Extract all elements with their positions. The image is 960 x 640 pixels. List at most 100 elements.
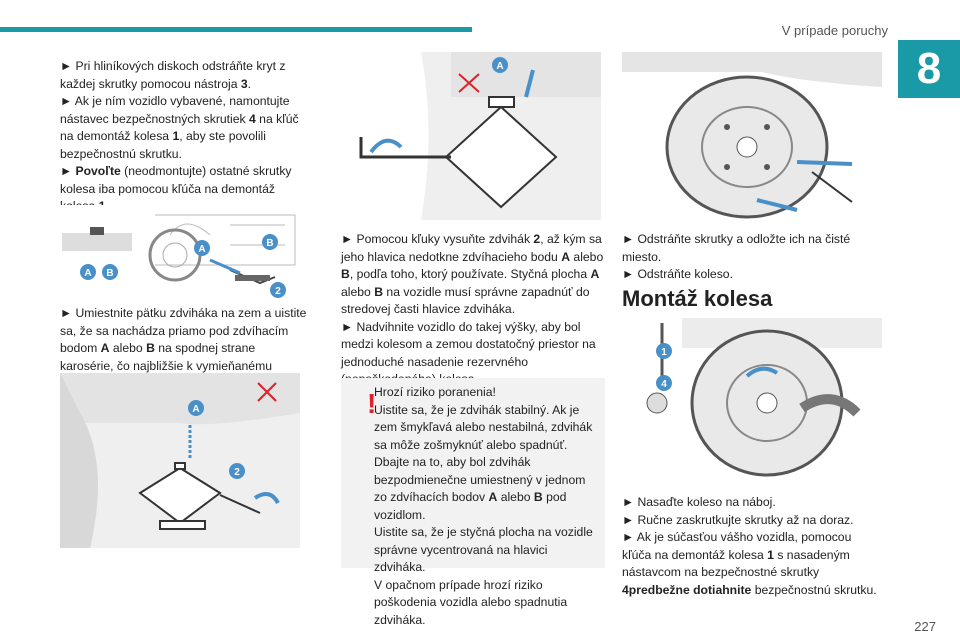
bold-text: 2 — [533, 232, 541, 246]
text-run: , aby ste povolili bezpečnostnú skrutku. — [60, 129, 266, 161]
column-2: ► Pomocou kľuky vysuňte zdvihák 2, až ký… — [341, 231, 605, 389]
bold-text: 4predbežne dotiahnite — [622, 582, 752, 597]
svg-text:A: A — [198, 244, 205, 255]
bold-text: 3 — [240, 76, 248, 91]
text-run: alebo — [497, 490, 534, 504]
text-run: ► — [622, 267, 638, 281]
text-run: alebo — [570, 249, 604, 264]
paragraph: ► Povoľte (neodmontujte) ostatné skrutky… — [60, 163, 312, 216]
svg-text:2: 2 — [275, 286, 281, 297]
text-run: ► — [341, 319, 357, 334]
bold-text: B — [341, 267, 350, 281]
svg-text:A: A — [192, 404, 199, 415]
paragraph: ► Pri hliníkových diskoch odstráňte kryt… — [60, 58, 312, 93]
badge-1: 1 — [656, 343, 672, 364]
jack-position-figure — [60, 373, 300, 548]
badge-a-2: A — [80, 264, 96, 285]
bold-text: Povoľte — [75, 164, 121, 178]
bold-text: B — [533, 490, 543, 504]
paragraph: ► Pomocou kľuky vysuňte zdvihák 2, až ký… — [341, 231, 605, 319]
paragraph: ► Ručne zaskrutkujte skrutky až na doraz… — [622, 512, 884, 530]
bold-text: 1 — [172, 129, 180, 143]
text-run: ► — [60, 164, 76, 178]
bold-text: A — [488, 490, 498, 504]
text-run: Ak je súčasťou vášho vozidla, pomocou kľ… — [622, 530, 852, 562]
warning-box: ! Hrozí riziko poranenia! Uistite sa, že… — [341, 378, 605, 627]
bold-text: 1 — [767, 547, 774, 562]
page-number: 227 — [914, 619, 936, 634]
text-run: ► — [60, 94, 75, 108]
bold-text: B — [146, 341, 155, 355]
paragraph: ► Nasaďte koleso na náboj. — [622, 494, 884, 512]
text-run: ► — [60, 306, 76, 320]
text-run: na kľúč na demontáž kolesa — [60, 111, 299, 144]
badge-a-1: A — [194, 240, 210, 261]
text-run: Ak je ním vozidlo vybavené, namontujte n… — [60, 94, 290, 126]
text-run: Ručne zaskrutkujte skrutky až na doraz. — [637, 512, 854, 527]
bold-text: A — [100, 341, 110, 355]
text-run: Dbajte na to, aby bol zdvihák bezpodmien… — [374, 455, 586, 504]
text-run: Odstráňte skrutky a odložte ich na čisté… — [622, 232, 851, 264]
text-run: pod vozidlom. — [374, 490, 567, 522]
section-title: V prípade poruchy — [781, 23, 888, 38]
text-run: ► — [622, 495, 638, 509]
badge-a-3: A — [188, 400, 204, 421]
text-run: Umiestnite pätku zdviháka na zem a uisti… — [60, 306, 307, 355]
bold-text: A — [590, 267, 600, 281]
text-run: Uistite sa, že je zdvihák stabilný. Ak j… — [374, 402, 593, 452]
bold-text: A — [561, 249, 571, 264]
badge-a-4: A — [492, 57, 508, 78]
text-run: , až kým sa jeho hlavica nedotkne zdvíha… — [341, 232, 602, 264]
text-run: Pri hliníkových diskoch odstráňte kryt z… — [60, 59, 286, 91]
svg-text:B: B — [266, 238, 273, 249]
text-run: ► — [622, 232, 638, 246]
header-accent-bar — [0, 27, 472, 32]
svg-text:A: A — [496, 61, 503, 72]
column-3-lower: ► Nasaďte koleso na náboj. ► Ručne zaskr… — [622, 494, 884, 599]
badge-4: 4 — [656, 375, 672, 396]
text-run: ► — [622, 530, 637, 544]
svg-text:2: 2 — [234, 467, 240, 478]
section-heading: Montáž kolesa — [622, 286, 773, 311]
text-run: . — [247, 76, 252, 91]
text-run: ► — [341, 232, 357, 246]
bold-text: 4 — [249, 111, 256, 126]
svg-text:1: 1 — [661, 347, 667, 358]
text-run: alebo — [341, 284, 375, 299]
warning-text: Hrozí riziko poranenia! Uistite sa, že j… — [374, 384, 598, 629]
svg-text:B: B — [106, 268, 113, 279]
text-run: , podľa toho, ktorý používate. Styčná pl… — [349, 267, 591, 281]
bold-text: B — [374, 284, 384, 299]
column-3: ► Odstráňte skrutky a odložte ich na čis… — [622, 231, 884, 284]
mount-wheel-figure — [622, 318, 882, 483]
paragraph: ► Ak je súčasťou vášho vozidla, pomocou … — [622, 529, 884, 599]
paragraph: ► Odstráňte skrutky a odložte ich na čis… — [622, 231, 884, 266]
badge-b-1: B — [262, 234, 278, 255]
text-run: V opačnom prípade hrozí riziko poškodeni… — [374, 577, 568, 627]
svg-text:A: A — [84, 268, 91, 279]
paragraph: ► Umiestnite pätku zdviháka na zem a uis… — [60, 305, 312, 393]
badge-2-2: 2 — [229, 463, 245, 484]
text-run: bezpečnostnú skrutku. — [751, 582, 877, 597]
badge-2-1: 2 — [270, 282, 286, 303]
jack-raise-figure — [341, 52, 601, 220]
text-run: s nasadeným nástavcom na bezpečnostné sk… — [622, 547, 850, 580]
text-run: Uistite sa, že je styčná plocha na vozid… — [374, 525, 593, 574]
text-run: ► — [622, 512, 638, 527]
text-run: Pomocou kľuky vysuňte zdvihák — [356, 232, 534, 246]
text-run: Nadvihnite vozidlo do takej výšky, aby b… — [341, 319, 596, 387]
svg-text:4: 4 — [661, 379, 667, 390]
column-1-lower: ► Umiestnite pätku zdviháka na zem a uis… — [60, 305, 312, 393]
text-run: na vozidle musí správne zapadnúť do stre… — [341, 284, 590, 317]
paragraph: ► Ak je ním vozidlo vybavené, namontujte… — [60, 93, 312, 163]
badge-b-2: B — [102, 264, 118, 285]
chapter-badge: 8 — [898, 40, 960, 98]
text-run: ► — [60, 59, 76, 73]
column-1: ► Pri hliníkových diskoch odstráňte kryt… — [60, 58, 312, 216]
exclamation-icon: ! — [367, 388, 377, 419]
text-run: Hrozí riziko poranenia! — [374, 385, 496, 399]
text-run: Nasaďte koleso na náboj. — [637, 495, 776, 509]
text-run: alebo — [109, 341, 147, 355]
lifting-points-figure — [60, 205, 300, 300]
paragraph: ► Odstráňte koleso. — [622, 266, 884, 284]
